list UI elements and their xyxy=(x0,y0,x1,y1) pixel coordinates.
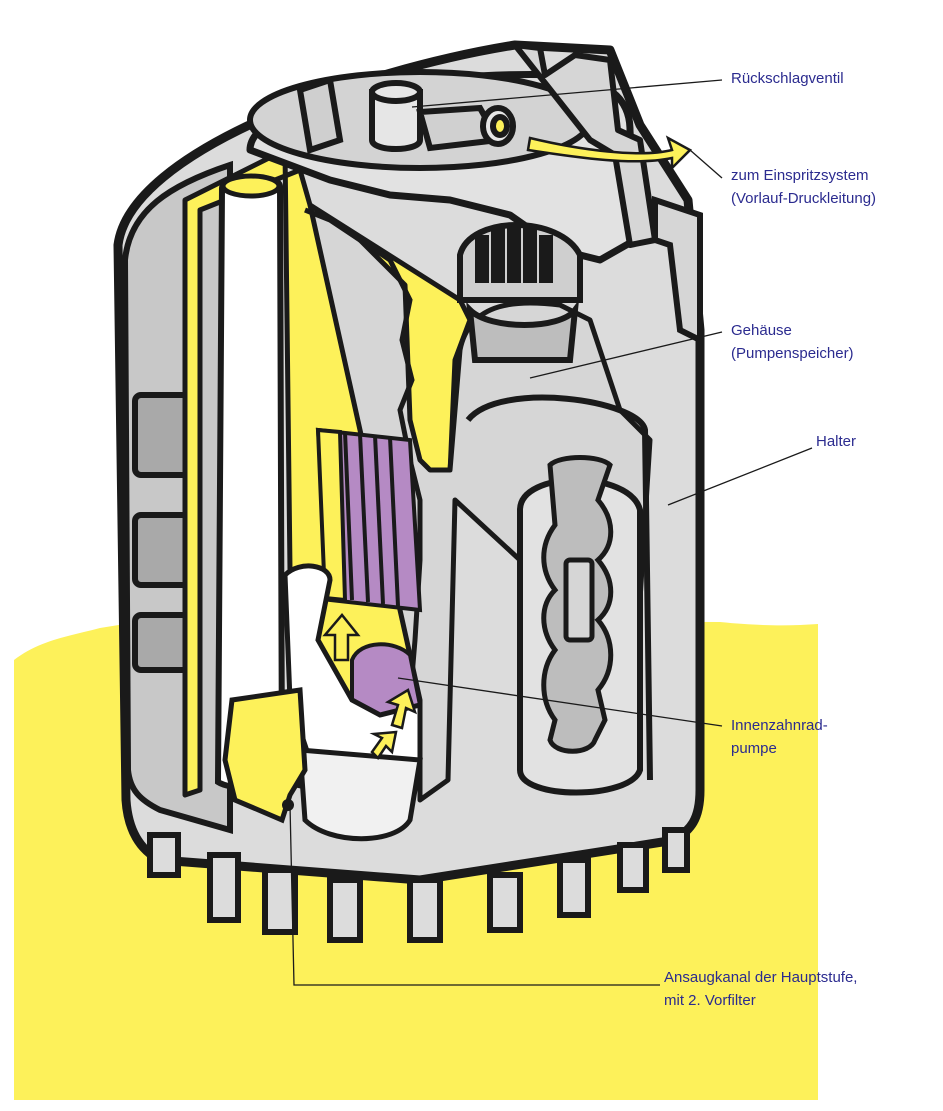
outlet-connector xyxy=(457,222,583,363)
outer-wall-section xyxy=(121,160,233,834)
flow-arrow-outlet xyxy=(526,135,693,172)
intake-marker xyxy=(282,799,294,811)
return-tube-opening xyxy=(220,173,282,199)
wall-windows xyxy=(132,392,193,673)
leader-gehaeuse xyxy=(529,331,723,379)
holder-inner-frame xyxy=(465,394,653,781)
leader-einspritzsystem xyxy=(689,149,723,179)
holder-grip-slot xyxy=(563,557,595,643)
leader-rueckschlagventil xyxy=(411,79,723,108)
label-gehaeuse: Gehäuse (Pumpenspeicher) xyxy=(731,322,854,362)
pump-base xyxy=(282,563,423,763)
leader-ansaugkanal xyxy=(289,804,660,986)
leader-lines xyxy=(289,79,813,986)
label-ansaugkanal: Ansaugkanal der Hauptstufe, mit 2. Vorfi… xyxy=(664,969,858,1009)
check-valve xyxy=(296,76,516,154)
label-halter: Halter xyxy=(816,433,857,450)
label-einspritzsystem: zum Einspritzsystem (Vorlauf-Druckleitun… xyxy=(731,167,877,207)
leader-halter xyxy=(667,447,813,506)
holder-clip xyxy=(652,195,703,345)
label-innenzahnradpumpe: Innenzahnrad- pumpe xyxy=(731,717,828,757)
bottom-fins xyxy=(147,827,690,943)
leader-innenzahnradpumpe xyxy=(397,677,723,727)
pump-inlet-ring xyxy=(297,747,423,842)
motor-armature xyxy=(315,427,423,613)
label-rueckschlagventil: Rückschlagventil xyxy=(731,70,844,87)
